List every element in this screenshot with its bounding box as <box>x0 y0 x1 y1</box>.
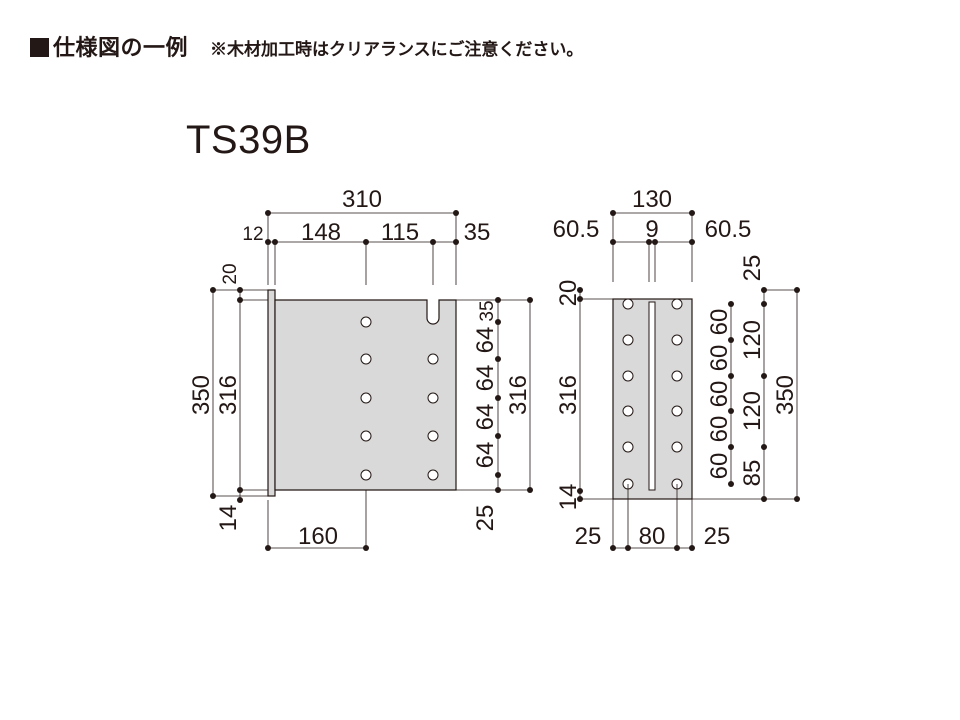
dim-seg-3: 115 <box>381 219 419 246</box>
dim-bottom-width: 160 <box>298 523 338 550</box>
dim-front-bottom-2: 80 <box>639 523 666 550</box>
dim-seg-4: 35 <box>464 219 491 246</box>
side-view: 310 12 148 115 35 350 316 20 14 <box>188 186 533 551</box>
bolt-hole <box>427 430 439 442</box>
dim-front-spacing-3: 60 <box>706 381 733 408</box>
dim-spacing-3: 64 <box>472 404 499 431</box>
dim-front-right-bottom: 85 <box>739 460 766 487</box>
dim-front-bottom-offset: 14 <box>555 484 582 511</box>
dim-front-spacing-1: 60 <box>706 309 733 336</box>
front-holes <box>622 298 683 490</box>
bolt-hole <box>360 392 372 404</box>
dim-front-bottom-1: 25 <box>575 523 602 550</box>
bolt-hole <box>360 353 372 365</box>
dim-front-group-2: 120 <box>739 391 766 431</box>
section-title: 仕様図の一例 <box>53 35 189 60</box>
front-view: 130 60.5 9 60.5 20 316 14 25 60 <box>553 186 800 551</box>
dim-front-seg-1: 60.5 <box>553 216 600 243</box>
dim-spacing-4: 64 <box>472 442 499 469</box>
dim-front-total: 350 <box>772 375 799 415</box>
dim-front-top-offset: 20 <box>555 280 582 307</box>
dim-right-bottom: 25 <box>472 505 499 532</box>
dim-spacing-1: 64 <box>472 327 499 354</box>
dim-front-spacing-4: 60 <box>706 416 733 443</box>
bolt-hole <box>360 469 372 481</box>
side-flange <box>267 289 276 497</box>
section-header: 仕様図の一例 ※木材加工時はクリアランスにご注意ください。 <box>30 30 583 60</box>
dim-front-group-1: 120 <box>739 320 766 360</box>
dim-front-right-top: 25 <box>739 255 766 282</box>
dim-right-plate-height: 316 <box>505 375 532 415</box>
dim-front-seg-2: 9 <box>645 216 658 243</box>
dim-front-seg-3: 60.5 <box>705 216 752 243</box>
dim-bottom-offset: 14 <box>215 505 242 532</box>
filled-square-icon <box>30 38 49 57</box>
bolt-hole <box>427 392 439 404</box>
bolt-hole <box>671 298 683 310</box>
dim-front-width: 130 <box>632 186 672 213</box>
bolt-hole <box>360 430 372 442</box>
bolt-hole <box>622 441 634 453</box>
dim-slot: 35 <box>477 300 498 321</box>
dim-seg-2: 148 <box>301 219 341 246</box>
dim-total-width: 310 <box>342 186 382 213</box>
model-number: TS39B <box>186 118 311 162</box>
dim-plate-height: 316 <box>215 375 242 415</box>
bolt-hole <box>671 441 683 453</box>
bolt-hole <box>671 370 683 382</box>
dim-total-height: 350 <box>188 375 215 415</box>
clearance-note: ※木材加工時はクリアランスにご注意ください。 <box>210 40 584 59</box>
bolt-hole <box>671 405 683 417</box>
dim-front-bottom-3: 25 <box>704 523 731 550</box>
bolt-hole <box>360 316 372 328</box>
bolt-hole <box>622 370 634 382</box>
dim-seg-1: 12 <box>242 224 263 245</box>
bolt-hole <box>671 334 683 346</box>
dim-top-offset: 20 <box>220 263 241 284</box>
bolt-hole <box>622 405 634 417</box>
bolt-hole <box>622 334 634 346</box>
dim-front-height: 316 <box>555 375 582 415</box>
bolt-hole <box>622 298 634 310</box>
bolt-hole <box>427 469 439 481</box>
side-holes <box>360 316 439 481</box>
dim-front-spacing-2: 60 <box>706 345 733 372</box>
dim-front-spacing-5: 60 <box>706 453 733 480</box>
center-slit <box>648 301 656 491</box>
dim-spacing-2: 64 <box>472 365 499 392</box>
bolt-hole <box>427 353 439 365</box>
